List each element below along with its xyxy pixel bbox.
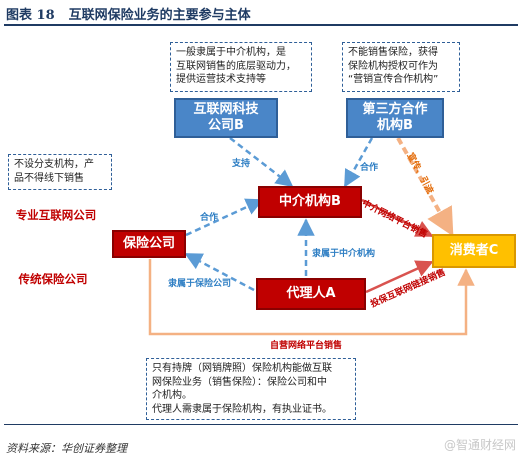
arrow-belongs-insurer <box>184 252 255 292</box>
pro-internet-note: 不设分支机构，产 品不得线下销售 <box>8 154 112 190</box>
arrow-coop-third-party <box>343 137 374 188</box>
consumer-node: 消费者C <box>432 234 516 268</box>
source-note: 资料来源：华创证券整理 <box>6 442 127 455</box>
bottom-rule <box>4 424 518 425</box>
third-party-node: 第三方合作机构B <box>346 98 444 138</box>
tech-company-node: 互联网科技公司B <box>174 98 278 138</box>
third-party-note: 不能销售保险，获得 保险机构授权可作为 “营销宣传合作机构” <box>342 42 460 92</box>
label-belongs-insurer: 隶属于保险公司 <box>168 279 232 289</box>
figure-title-text: 互联网保险业务的主要参与主体 <box>68 8 251 23</box>
figure-number: 图表 18 <box>6 8 55 23</box>
label-belongs-intermediary: 隶属于中介机构 <box>312 249 376 259</box>
figure-title: 图表 18 互联网保险业务的主要参与主体 <box>6 4 518 23</box>
label-coop-third-party: 合作 <box>360 163 379 173</box>
watermark: @智通财经网 <box>443 438 516 452</box>
traditional-insurer-label: 传统保险公司 <box>18 271 88 286</box>
arrow-intermediary-sales <box>361 198 434 238</box>
label-coop-insurer: 合作 <box>200 213 219 223</box>
label-self-sales: 自营网络平台销售 <box>270 341 343 351</box>
agent-node: 代理人A <box>256 278 366 310</box>
title-rule <box>4 24 518 26</box>
label-support: 支持 <box>232 159 251 169</box>
arrow-support <box>229 137 294 188</box>
pro-internet-insurer-label: 专业互联网公司 <box>15 207 97 222</box>
arrow-coop-insurer <box>185 198 264 237</box>
arrow-self-sales <box>148 259 475 336</box>
arrow-agent-sales <box>365 260 434 294</box>
tech-company-note: 一般隶属于中介机构，是 互联网销售的底层驱动力， 提供运营技术支持等 <box>170 42 312 92</box>
intermediary-node: 中介机构B <box>258 186 362 218</box>
arrow-promo <box>396 137 454 237</box>
insurer-node: 保险公司 <box>112 230 186 258</box>
bottom-note: 只有持牌（网销牌照）保险机构能做互联 网保险业务（销售保险）：保险公司和中 介机… <box>146 358 356 420</box>
